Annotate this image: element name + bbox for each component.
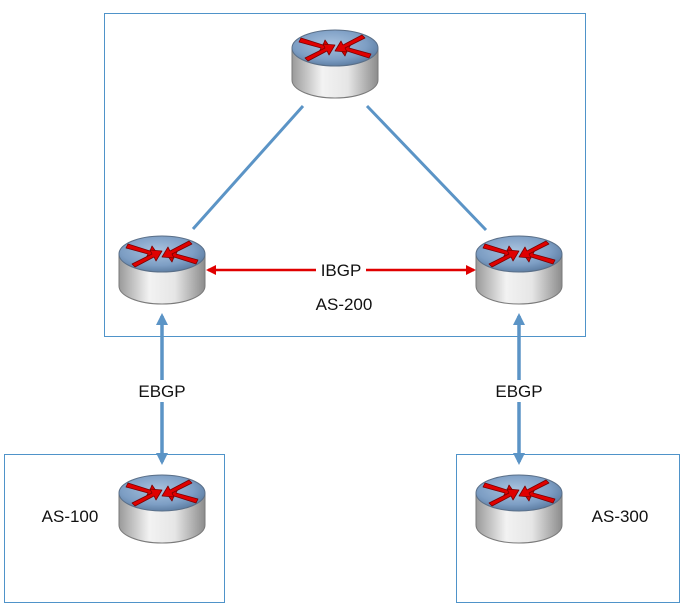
- router-icon-left: [118, 235, 206, 305]
- as-300-label: AS-300: [592, 507, 649, 526]
- ibgp-label: IBGP: [321, 261, 362, 280]
- as-200-box: [104, 13, 586, 337]
- as-100-label: AS-100: [42, 507, 99, 526]
- igp-link-top-left: [191, 105, 305, 230]
- ebgp-label-left: EBGP: [138, 382, 185, 401]
- router-icon-as300: [475, 474, 563, 544]
- router-icon-top: [291, 29, 379, 99]
- as-300-box: [456, 454, 680, 603]
- as-100-box: [4, 454, 225, 603]
- as-200-label: AS-200: [316, 295, 373, 314]
- router-icon-as100: [118, 474, 206, 544]
- router-icon-right: [475, 235, 563, 305]
- ebgp-label-right: EBGP: [495, 382, 542, 401]
- igp-link-top-right: [365, 104, 488, 232]
